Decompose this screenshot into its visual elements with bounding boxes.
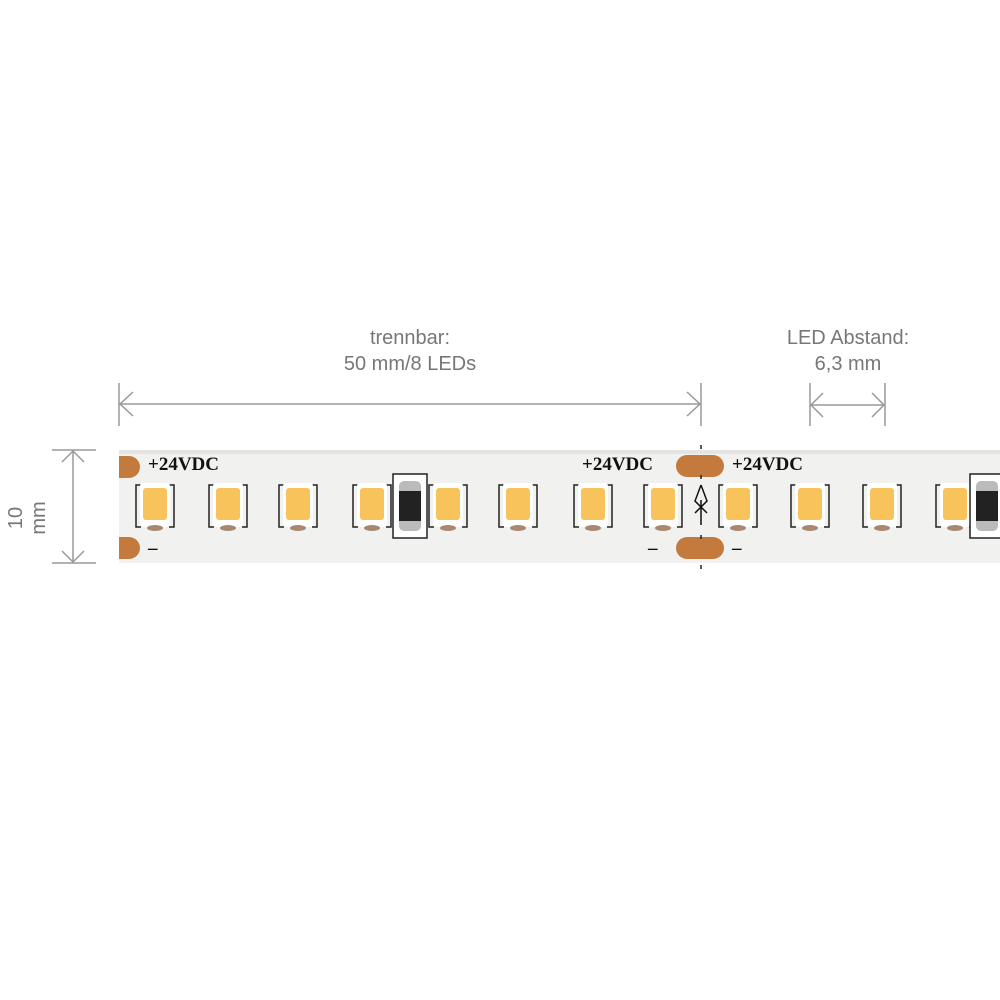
led-chip — [428, 483, 468, 531]
minus-label-1: – — [147, 538, 158, 559]
pcb-strip — [119, 450, 1000, 563]
led-chip — [278, 483, 318, 531]
led-chip — [352, 483, 392, 531]
pitch-value: 6,3 mm — [814, 353, 882, 375]
dimension-lines — [52, 383, 886, 564]
led-chip — [135, 483, 175, 531]
led-chip — [790, 483, 830, 531]
pitch-label: LED Abstand: — [786, 327, 910, 349]
led-chip — [718, 483, 758, 531]
cut-value: 50 mm/8 LEDs — [343, 353, 477, 375]
cut-length-label: trennbar: 50 mm/8 LEDs — [260, 325, 560, 377]
led-chip — [862, 483, 902, 531]
led-chip — [935, 483, 975, 531]
led-chip — [573, 483, 613, 531]
minus-label-3: – — [731, 538, 742, 559]
cut-label: trennbar: — [369, 327, 451, 349]
scissors-icon — [694, 484, 708, 525]
led-chip — [643, 483, 683, 531]
led-pitch-label: LED Abstand: 6,3 mm — [748, 325, 948, 377]
voltage-label-3: +24VDC — [732, 454, 803, 475]
resistor — [392, 473, 428, 539]
voltage-label-2: +24VDC — [582, 454, 653, 475]
led-chip — [498, 483, 538, 531]
solder-pads — [119, 455, 724, 559]
led-chip — [208, 483, 248, 531]
resistor — [969, 473, 1000, 539]
minus-label-2: – — [647, 538, 658, 559]
voltage-label-1: +24VDC — [148, 454, 219, 475]
